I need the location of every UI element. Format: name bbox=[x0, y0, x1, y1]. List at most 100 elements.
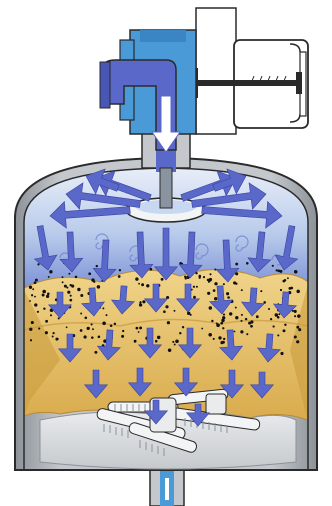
particle bbox=[294, 310, 297, 313]
particle bbox=[296, 326, 299, 329]
particle bbox=[102, 307, 104, 309]
particle bbox=[216, 324, 220, 328]
particle bbox=[277, 334, 279, 336]
particle bbox=[48, 276, 50, 278]
particle bbox=[199, 277, 201, 279]
particle bbox=[241, 289, 243, 291]
particle bbox=[235, 263, 238, 266]
particle bbox=[213, 289, 216, 292]
particle bbox=[118, 275, 121, 278]
particle bbox=[122, 330, 124, 332]
particle bbox=[229, 312, 232, 315]
particle bbox=[155, 340, 158, 343]
particle bbox=[218, 336, 221, 339]
particle bbox=[184, 276, 186, 278]
particle bbox=[235, 316, 238, 319]
particle bbox=[68, 273, 70, 275]
particle bbox=[50, 314, 52, 316]
particle bbox=[75, 276, 78, 279]
particle bbox=[226, 292, 229, 295]
particle bbox=[45, 331, 48, 334]
particle bbox=[34, 296, 36, 298]
particle bbox=[66, 326, 68, 328]
particle bbox=[277, 269, 280, 272]
particle bbox=[167, 321, 170, 324]
particle bbox=[207, 279, 210, 282]
particle bbox=[248, 322, 251, 325]
particle bbox=[277, 316, 280, 319]
particle bbox=[121, 335, 124, 338]
particle bbox=[235, 307, 237, 309]
particle bbox=[223, 314, 225, 316]
particle bbox=[114, 323, 116, 325]
particle bbox=[240, 330, 243, 333]
particle bbox=[256, 315, 259, 318]
particle bbox=[235, 283, 237, 285]
particle bbox=[91, 278, 94, 281]
particle bbox=[278, 313, 280, 315]
particle bbox=[80, 329, 83, 332]
particle bbox=[138, 331, 140, 333]
particle bbox=[31, 321, 34, 324]
particle bbox=[250, 325, 253, 328]
particle bbox=[201, 328, 203, 330]
particle bbox=[298, 328, 301, 331]
particle bbox=[64, 285, 67, 288]
particle bbox=[43, 308, 45, 310]
particle bbox=[275, 313, 278, 316]
particle bbox=[214, 297, 217, 300]
particle bbox=[203, 276, 205, 278]
particle bbox=[29, 328, 32, 331]
particle bbox=[136, 327, 139, 330]
particle bbox=[141, 283, 144, 286]
particle bbox=[280, 289, 282, 291]
particle bbox=[67, 291, 70, 294]
particle bbox=[284, 279, 287, 282]
particle bbox=[234, 331, 236, 333]
particle bbox=[46, 295, 49, 298]
particle bbox=[246, 262, 249, 265]
particle bbox=[42, 294, 45, 297]
particle bbox=[272, 325, 274, 327]
particle bbox=[223, 283, 225, 285]
particle bbox=[45, 320, 48, 323]
particle bbox=[222, 341, 225, 344]
particle bbox=[222, 327, 224, 329]
particle bbox=[165, 305, 168, 308]
particle bbox=[84, 335, 87, 338]
particle bbox=[139, 303, 142, 306]
particle bbox=[208, 333, 212, 337]
particle bbox=[102, 322, 106, 326]
particle bbox=[146, 284, 149, 287]
particle bbox=[157, 336, 160, 339]
particle bbox=[294, 270, 298, 274]
particle bbox=[71, 285, 74, 288]
particle bbox=[37, 263, 39, 265]
particle bbox=[209, 278, 212, 281]
particle bbox=[193, 296, 196, 299]
particle bbox=[227, 296, 230, 299]
particle bbox=[296, 290, 299, 293]
particle bbox=[32, 288, 34, 290]
particle bbox=[29, 286, 32, 289]
particle bbox=[240, 320, 242, 322]
particle bbox=[30, 339, 32, 341]
particle bbox=[209, 273, 211, 275]
particle bbox=[140, 301, 142, 303]
particle bbox=[97, 285, 101, 289]
particle bbox=[49, 270, 52, 273]
particle bbox=[276, 269, 278, 271]
particle bbox=[246, 333, 248, 335]
particle bbox=[294, 335, 297, 338]
particle bbox=[34, 281, 37, 284]
particle bbox=[38, 328, 40, 330]
particle bbox=[283, 329, 286, 332]
particle bbox=[187, 312, 190, 315]
particle bbox=[91, 323, 93, 325]
particle bbox=[34, 303, 37, 306]
particle bbox=[69, 299, 72, 302]
particle bbox=[196, 286, 198, 288]
particle bbox=[245, 318, 247, 320]
particle bbox=[70, 295, 72, 297]
particle bbox=[297, 314, 300, 317]
